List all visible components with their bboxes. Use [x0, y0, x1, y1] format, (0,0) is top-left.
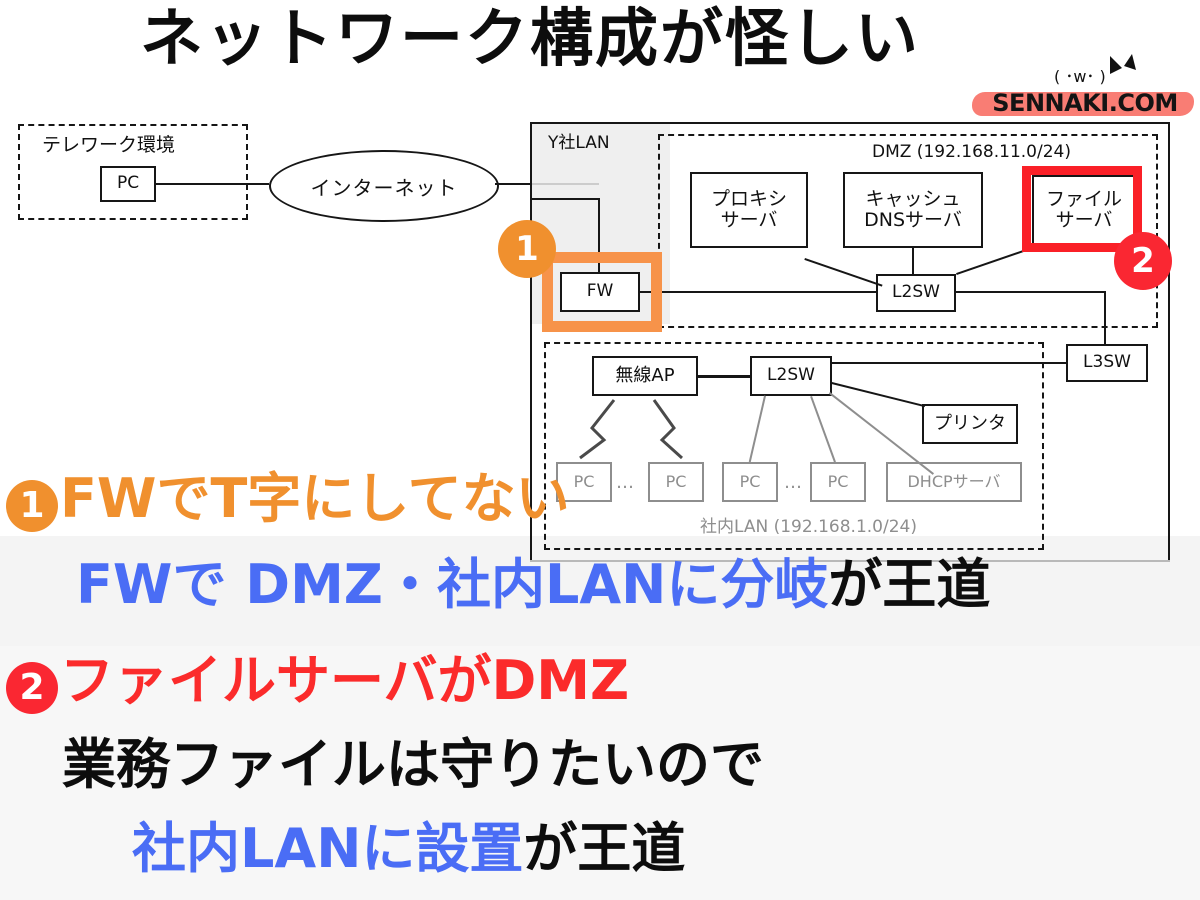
- proxy-server-label-line1: プロキシ: [710, 187, 787, 210]
- wifi-pc-ellipsis: …: [616, 472, 634, 493]
- telework-area: [18, 124, 248, 220]
- link-l2sw-right: [956, 291, 1106, 293]
- svg-text:( ･w･ ): ( ･w･ ): [1054, 67, 1106, 86]
- caption-line-3-text: ファイルサーバがDMZ: [60, 649, 630, 712]
- caption-badge-two: 2: [6, 662, 58, 715]
- caption-line-4: 業務ファイルは守りたいので: [62, 738, 764, 792]
- page-title: ネットワーク構成が怪しい: [140, 2, 920, 75]
- link-pc-internet: [156, 183, 269, 185]
- link-fw-l2sw: [640, 291, 878, 293]
- company-lan-border-left: [530, 122, 532, 560]
- proxy-server-box: プロキシ サーバ: [690, 172, 808, 248]
- diagram-badge-two: 2: [1114, 232, 1172, 290]
- dmz-l2sw-box: L2SW: [876, 274, 956, 312]
- internal-lan-area: [544, 342, 1044, 550]
- telework-label: テレワーク環境: [42, 134, 176, 156]
- dhcp-server-box: DHCPサーバ: [886, 462, 1022, 502]
- firewall-highlight: [542, 252, 662, 332]
- watermark-text: SENNAKI.COM: [992, 89, 1178, 117]
- caption-line-1-text: FWでT字にしてない: [60, 467, 570, 530]
- diagram-badge-one: 1: [498, 220, 556, 278]
- cache-dns-server-box: キャッシュ DNSサーバ: [843, 172, 983, 248]
- cat-face-doodle-icon: ( ･w･ ): [1040, 52, 1150, 96]
- link-ap-l2sw: [698, 375, 750, 378]
- l3sw-box: L3SW: [1066, 344, 1148, 382]
- dmz-label: DMZ (192.168.11.0/24): [872, 142, 1071, 162]
- background-band-lower: [0, 646, 1200, 900]
- caption-line-5-text-a: 社内LANに設置: [132, 817, 524, 880]
- internal-lan-label: 社内LAN (192.168.1.0/24): [700, 517, 917, 537]
- caption-line-5: 社内LANに設置が王道: [132, 822, 685, 876]
- company-lan-border-top: [530, 122, 1170, 124]
- cache-dns-label-line1: キャッシュ: [865, 187, 961, 210]
- firewall-box: FW: [560, 272, 640, 312]
- internet-cloud: インターネット: [269, 150, 499, 222]
- link-internal-l2sw-l3sw: [832, 362, 1066, 364]
- caption-line-2-text-b: が王道: [828, 553, 991, 616]
- proxy-server-label-line2: サーバ: [720, 209, 778, 231]
- file-server-label-line1: ファイル: [1045, 187, 1122, 210]
- cache-dns-label-line2: DNSサーバ: [864, 209, 962, 231]
- wifi-pc-box-2: PC: [648, 462, 704, 502]
- telework-pc-box: PC: [100, 166, 156, 202]
- caption-line-5-text-b: が王道: [523, 817, 686, 880]
- caption-line-4-text: 業務ファイルは守りたいので: [62, 733, 764, 796]
- watermark-highlight: [972, 92, 1194, 116]
- company-lan-border-bottom: [530, 560, 1170, 562]
- wireless-ap-box: 無線AP: [592, 356, 698, 396]
- wired-pc-box-1: PC: [722, 462, 778, 502]
- company-lan-border-right: [1168, 122, 1170, 562]
- watermark: SENNAKI.COM: [972, 86, 1194, 120]
- dmz-area: [658, 134, 1158, 328]
- link-elbow-horizontal: [530, 198, 600, 200]
- wireless-signal-icons: [579, 399, 684, 460]
- caption-line-2-text-a: FWで DMZ・社内LANに分岐: [76, 553, 829, 616]
- link-dns-l2sw: [912, 248, 914, 276]
- internal-l2sw-box: L2SW: [750, 356, 832, 396]
- printer-box: プリンタ: [922, 404, 1018, 444]
- background-band-upper: [0, 536, 1200, 646]
- wired-pc-ellipsis: …: [784, 472, 802, 493]
- file-server-label-line2: サーバ: [1055, 209, 1113, 231]
- file-server-highlight: [1022, 166, 1142, 252]
- link-l2sw-down: [1104, 291, 1106, 349]
- wifi-pc-box-1: PC: [556, 462, 612, 502]
- wired-pc-box-2: PC: [810, 462, 866, 502]
- caption-badge-one: 1: [6, 480, 58, 533]
- link-elbow-vertical: [598, 198, 600, 274]
- caption-line-2: FWで DMZ・社内LANに分岐が王道: [76, 558, 990, 612]
- company-lan-label: Y社LAN: [548, 133, 610, 153]
